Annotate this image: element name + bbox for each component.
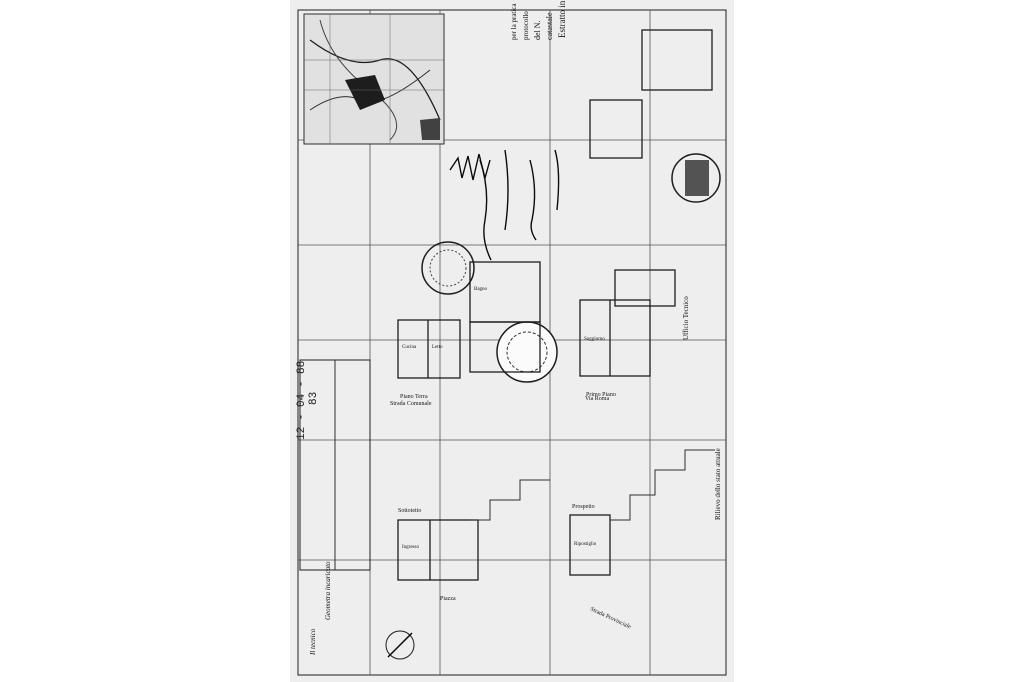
floor-label-4: Prospetto bbox=[572, 504, 595, 510]
floor-label-3: Sottotetto bbox=[398, 508, 421, 514]
title-line-4: protocollo bbox=[522, 11, 530, 40]
page-border bbox=[297, 9, 727, 676]
title-line-1: Estratto in scala bbox=[557, 0, 567, 38]
side-note-top: Ufficio Tecnico bbox=[682, 296, 690, 340]
side-note-bottom: Rilievo dello stato attuale bbox=[714, 448, 722, 520]
room-label-1: Cucina bbox=[402, 345, 417, 350]
title-block: Estratto in scala catastale del N. proto… bbox=[510, 0, 567, 40]
official-stamp-left bbox=[421, 241, 475, 295]
stamp-number: 83 bbox=[308, 392, 320, 405]
room-label-4: Soggiorno bbox=[584, 337, 605, 342]
title-line-5: per la pratica bbox=[510, 3, 518, 40]
room-label-2: Letto bbox=[432, 345, 443, 350]
title-line-3: del N. bbox=[533, 20, 542, 40]
title-line-2: catastale bbox=[545, 12, 554, 40]
footer-note: Il tecnico bbox=[309, 628, 317, 656]
street-label-3: Strada Provinciale bbox=[589, 606, 632, 630]
elevation-outlines bbox=[470, 449, 715, 521]
official-stamp-right bbox=[671, 153, 721, 203]
stamp-date: 12 - 04 - 88 bbox=[296, 361, 308, 440]
official-stamp-center bbox=[496, 321, 558, 383]
scanned-document-page: Estratto in scala catastale del N. proto… bbox=[290, 0, 734, 682]
street-label-2: Via Roma bbox=[585, 396, 609, 402]
room-label-3: Bagno bbox=[474, 287, 488, 292]
registry-stamp-panel: 12 - 04 - 88 83 bbox=[296, 359, 371, 571]
room-label-5: Ingresso bbox=[402, 545, 419, 550]
floor-plan-rooms bbox=[397, 29, 713, 581]
signature-caption: Geometra incaricato bbox=[324, 561, 332, 620]
room-label-6: Ripostiglio bbox=[574, 542, 597, 547]
floor-label-1: Piano Terra bbox=[400, 394, 428, 400]
compass-rose-icon bbox=[385, 630, 415, 660]
street-label-4: Piazza bbox=[440, 596, 456, 602]
street-label-1: Strada Comunale bbox=[390, 401, 432, 407]
floor-label-2: Primo Piano bbox=[586, 392, 616, 398]
floor-plan-drawing: Estratto in scala catastale del N. proto… bbox=[296, 0, 727, 676]
location-map-inset bbox=[303, 13, 445, 145]
handwritten-signatures bbox=[449, 149, 560, 261]
